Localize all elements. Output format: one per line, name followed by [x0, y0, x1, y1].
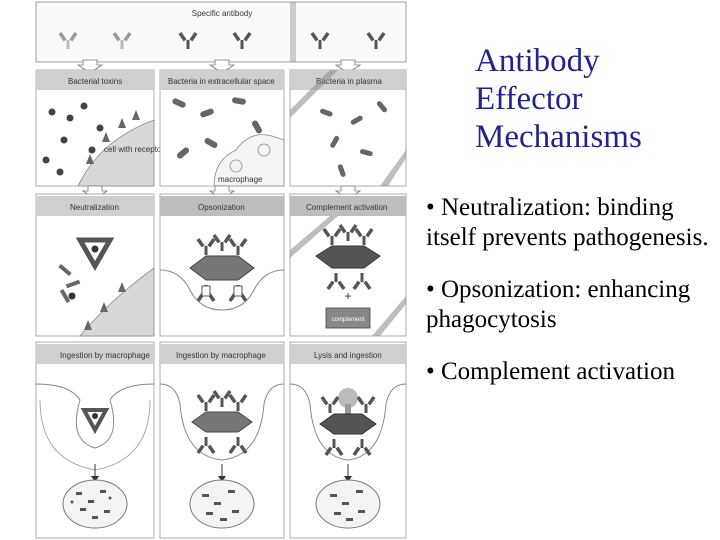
- bullet-neutralization: • Neutralization: binding itself prevent…: [426, 193, 716, 253]
- row2-panel-2: Opsonization: [160, 194, 284, 336]
- row3-panel-2: Ingestion by macrophage: [160, 342, 284, 538]
- row2-label-2: Opsonization: [198, 203, 245, 212]
- macrophage-label: macrophage: [218, 175, 263, 184]
- title-line-2: Effector: [475, 80, 715, 118]
- header-label: Specific antibody: [192, 9, 252, 18]
- row2-label-3: Complement activation: [306, 203, 387, 212]
- title-line-3: Mechanisms: [475, 118, 715, 156]
- plus-sign: +: [344, 289, 351, 303]
- row1-label-1: Bacterial toxins: [68, 77, 122, 86]
- row3-panel-1: Ingestion by macrophage: [36, 342, 154, 538]
- bullet-opsonization: • Opsonization: enhancing phagocytosis: [426, 275, 716, 335]
- title-line-1: Antibody: [475, 42, 715, 80]
- slide-title: Antibody Effector Mechanisms: [475, 42, 715, 156]
- row1-panel-2: Bacteria in extracellular space macropha…: [160, 70, 284, 186]
- row1-label-2: Bacteria in extracellular space: [168, 77, 275, 86]
- row3-panel-3: Lysis and ingestion: [290, 342, 406, 538]
- bullet-complement-activation: • Complement activation: [426, 357, 716, 387]
- row2-panel-1: Neutralization: [36, 194, 154, 336]
- antibody-mechanism-figure: Specific antibody Bacterial toxins cell …: [0, 0, 410, 540]
- row3-label-2: Ingestion by macrophage: [176, 351, 266, 360]
- figure-header: Specific antibody: [36, 2, 406, 62]
- row1-panel-3: Bacteria in plasma: [290, 70, 406, 186]
- bullet-list: • Neutralization: binding itself prevent…: [426, 193, 716, 409]
- row2-label-1: Neutralization: [70, 203, 119, 212]
- row3-label-3: Lysis and ingestion: [314, 351, 382, 360]
- row3-label-1: Ingestion by macrophage: [60, 351, 150, 360]
- row2-panel-3: Complement activation + complement: [290, 194, 406, 336]
- complement-label: complement: [332, 317, 365, 323]
